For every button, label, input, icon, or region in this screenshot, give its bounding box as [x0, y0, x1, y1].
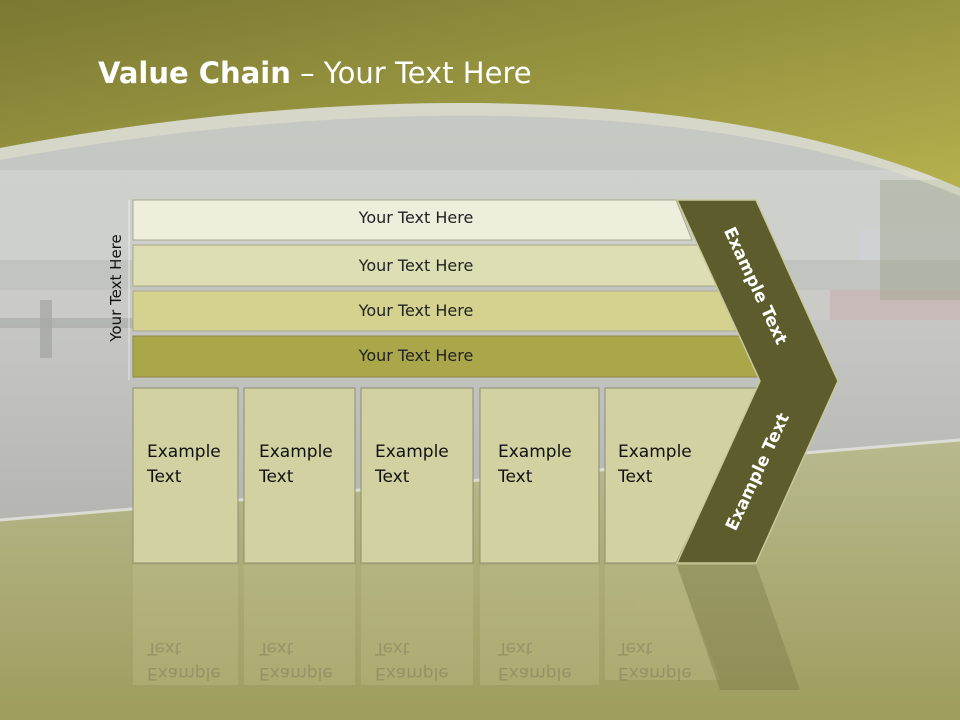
chevron-arrow: [675, 199, 839, 564]
bar-1-label: Your Text Here: [358, 208, 474, 227]
title-bold: Value Chain: [98, 56, 291, 90]
box-1-reflection: Example Text: [147, 638, 221, 683]
slide-title: Value Chain – Your Text Here: [98, 56, 532, 90]
box-5-reflection: Example Text: [618, 638, 692, 683]
box-4-reflection: Example Text: [498, 638, 572, 683]
box-5-label: Example Text: [618, 442, 692, 487]
box-4-label: Example Text: [498, 442, 572, 487]
bar-2-label: Your Text Here: [358, 256, 474, 275]
box-1-label: Example Text: [147, 442, 221, 487]
box-2-reflection: Example Text: [259, 638, 333, 683]
title-rest: – Your Text Here: [290, 56, 532, 90]
box-3: [360, 387, 474, 564]
bar-4-label: Your Text Here: [358, 346, 474, 365]
box-5: [604, 387, 761, 564]
bar-3-label: Your Text Here: [358, 301, 474, 320]
box-2-label: Example Text: [259, 442, 333, 487]
box-1: [132, 387, 239, 564]
bar-1: [132, 199, 693, 241]
side-label-text: Your Text Here: [107, 234, 125, 342]
box-2: [243, 387, 356, 564]
box-4: [479, 387, 600, 564]
box-3-label: Example Text: [375, 442, 449, 487]
box-3-reflection: Example Text: [375, 638, 449, 683]
